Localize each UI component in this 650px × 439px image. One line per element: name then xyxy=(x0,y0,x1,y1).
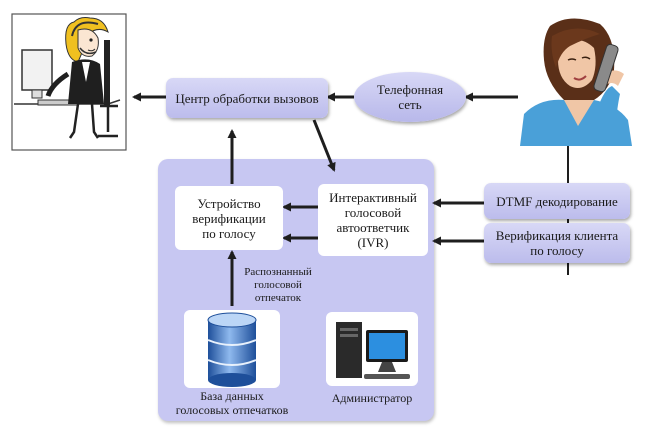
telephone-network-label: Телефонная сеть xyxy=(376,82,444,112)
ivr-label: Интерактивный голосовой автоответчик (IV… xyxy=(329,190,417,250)
caller-illustration xyxy=(520,16,632,146)
call-center-box: Центр обработки вызовов xyxy=(166,78,328,118)
database-card xyxy=(184,310,280,388)
arrow-center-to-ivr xyxy=(312,119,336,172)
recognized-print-text: Распознанный голосовой отпечаток xyxy=(244,265,312,304)
recognized-print-label: Распознанный голосовой отпечаток xyxy=(236,264,320,306)
desktop-computer-icon xyxy=(336,322,410,379)
call-center-label: Центр обработки вызовов xyxy=(175,90,319,106)
ivr-box: Интерактивный голосовой автоответчик (IV… xyxy=(318,184,428,256)
telephone-network-node: Телефонная сеть xyxy=(354,72,466,122)
verification-device-box: Устройство верификации по голосу xyxy=(175,186,283,250)
administrator-label-wrap: Администратор xyxy=(316,390,428,406)
woman-on-phone-icon xyxy=(520,18,632,146)
administrator-card xyxy=(326,312,418,386)
administrator-label: Администратор xyxy=(331,391,413,405)
database-label: База данных голосовых отпечатков xyxy=(175,389,289,417)
dtmf-box: DTMF декодирование xyxy=(484,183,630,219)
verification-device-label: Устройство верификации по голосу xyxy=(192,195,266,241)
client-verification-label: Верификация клиента по голосу xyxy=(495,228,619,258)
dtmf-label: DTMF декодирование xyxy=(496,193,618,209)
operator-with-headset-icon xyxy=(11,13,127,151)
database-label-wrap: База данных голосовых отпечатков xyxy=(164,388,300,418)
client-verification-box: Верификация клиента по голосу xyxy=(484,223,630,263)
operator-illustration xyxy=(8,4,130,154)
database-cylinder-icon xyxy=(207,312,257,387)
